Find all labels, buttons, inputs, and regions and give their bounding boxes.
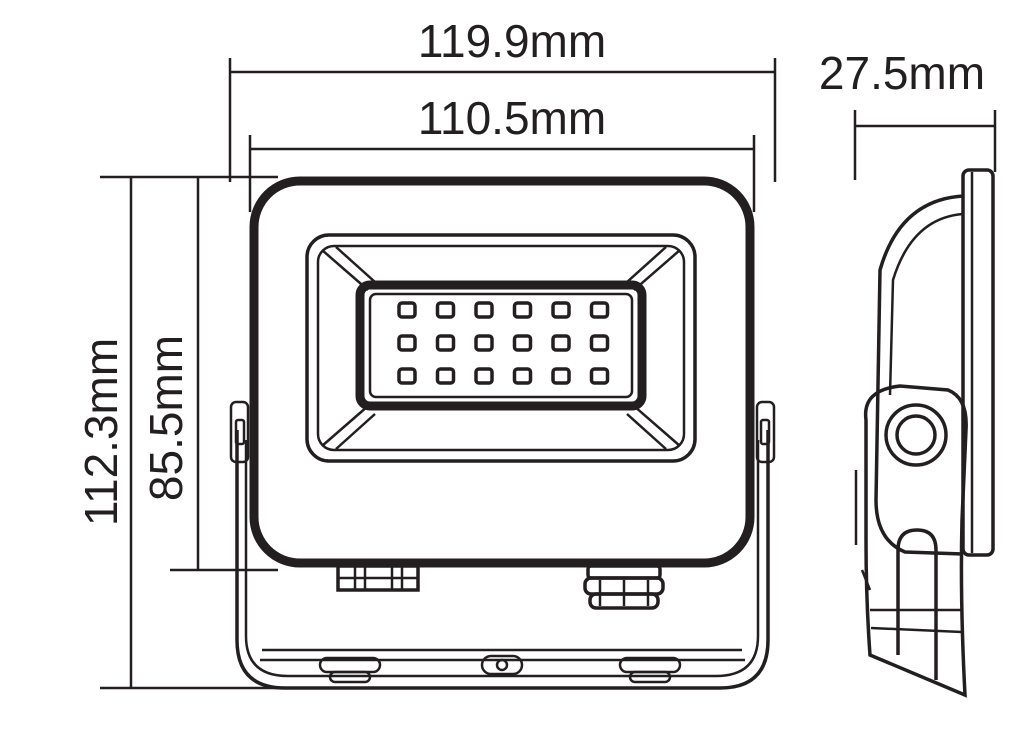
overall-width-dimension: 119.9mm bbox=[228, 15, 777, 182]
led-chip bbox=[474, 301, 494, 319]
lens-frame bbox=[305, 233, 697, 463]
right-pivot-tab bbox=[755, 400, 776, 464]
led-chip bbox=[512, 301, 533, 319]
led-chip bbox=[512, 367, 533, 385]
led-chip bbox=[397, 367, 417, 385]
depth-label: 27.5mm bbox=[819, 47, 985, 99]
side-front-plate bbox=[961, 168, 995, 557]
mounting-bracket bbox=[235, 430, 770, 690]
led-chip bbox=[589, 367, 610, 385]
side-view bbox=[854, 168, 995, 698]
overall-width-label: 119.9mm bbox=[418, 15, 606, 67]
led-chip bbox=[435, 301, 456, 319]
led-chip bbox=[474, 367, 494, 385]
led-grid bbox=[397, 301, 610, 385]
pivot-bolt bbox=[884, 403, 948, 467]
led-chip bbox=[435, 367, 456, 385]
bracket-slot bbox=[896, 528, 938, 680]
led-chip bbox=[589, 301, 610, 319]
side-bracket-arm bbox=[863, 384, 968, 698]
led-chip bbox=[474, 334, 494, 352]
terminal-block bbox=[336, 564, 420, 592]
led-chip bbox=[551, 301, 571, 319]
body-height-label: 85.5mm bbox=[140, 335, 192, 501]
bracket-slot-center bbox=[480, 654, 524, 676]
side-housing bbox=[874, 194, 964, 556]
led-chip bbox=[551, 334, 571, 352]
led-panel bbox=[355, 280, 647, 411]
led-chip bbox=[435, 334, 456, 352]
depth-dimension: 27.5mm bbox=[819, 47, 997, 180]
front-view bbox=[229, 176, 776, 690]
led-chip bbox=[397, 301, 417, 319]
led-chip bbox=[512, 334, 533, 352]
led-chip bbox=[551, 367, 571, 385]
cable-gland bbox=[583, 564, 665, 610]
overall-height-dimension: 112.3mm bbox=[75, 175, 300, 690]
overall-height-label: 112.3mm bbox=[75, 338, 127, 526]
led-chip bbox=[589, 334, 610, 352]
body-width-dimension: 110.5mm bbox=[248, 92, 756, 212]
led-chip bbox=[397, 334, 417, 352]
housing-outline bbox=[249, 176, 755, 568]
body-width-label: 110.5mm bbox=[418, 92, 606, 144]
left-pivot-tab bbox=[229, 400, 250, 464]
body-height-dimension: 85.5mm bbox=[140, 177, 278, 572]
